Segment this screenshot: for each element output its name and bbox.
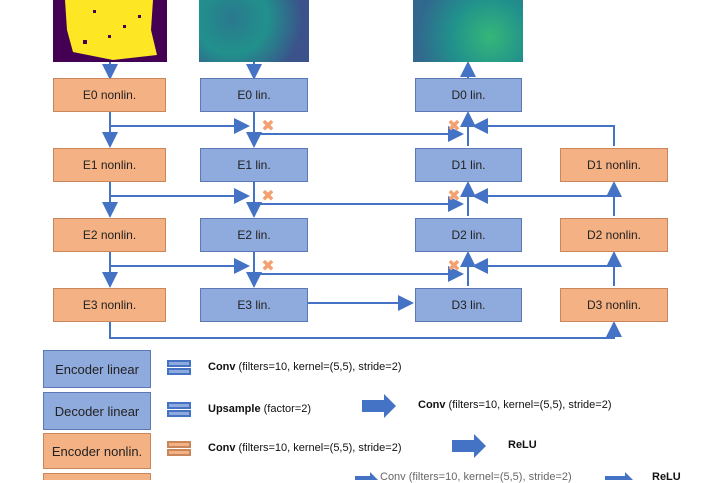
node-e1-nonlin: E1 nonlin. <box>53 148 166 182</box>
arrow-right-icon <box>362 394 396 418</box>
arrow-right-icon <box>452 434 486 458</box>
svg-text:✖: ✖ <box>447 256 460 275</box>
node-e0-nonlin: E0 nonlin. <box>53 78 166 112</box>
legend-encoder-nonlin-desc2: ReLU <box>508 439 537 451</box>
node-e3-lin: E3 lin. <box>200 288 308 322</box>
node-d3-lin: D3 lin. <box>415 288 522 322</box>
node-d2-lin: D2 lin. <box>415 218 522 252</box>
svg-text:✖: ✖ <box>447 116 460 135</box>
arrow-right-icon <box>355 472 378 480</box>
node-d1-lin: D1 lin. <box>415 148 522 182</box>
multiply-icon: ✖ ✖ ✖ ✖ ✖ ✖ <box>261 116 460 275</box>
node-d2-nonlin: D2 nonlin. <box>560 218 668 252</box>
node-d1-nonlin: D1 nonlin. <box>560 148 668 182</box>
output-field-image <box>413 0 523 62</box>
node-e3-nonlin: E3 nonlin. <box>53 288 166 322</box>
legend-decoder-linear-desc2: Conv (filters=10, kernel=(5,5), stride=2… <box>418 399 612 411</box>
svg-text:✖: ✖ <box>261 186 274 205</box>
svg-text:✖: ✖ <box>261 256 274 275</box>
legend-encoder-nonlin: Encoder nonlin. <box>43 433 151 469</box>
legend-encoder-linear: Encoder linear <box>43 350 151 388</box>
svg-text:✖: ✖ <box>447 186 460 205</box>
node-d3-nonlin: D3 nonlin. <box>560 288 668 322</box>
node-e2-nonlin: E2 nonlin. <box>53 218 166 252</box>
legend-decoder-linear: Decoder linear <box>43 392 151 430</box>
legend-encoder-nonlin-desc1: Conv (filters=10, kernel=(5,5), stride=2… <box>208 442 402 454</box>
node-d0-lin: D0 lin. <box>415 78 522 112</box>
arrow-d1n-mult0 <box>472 118 615 146</box>
legend-decoder-nonlin-desc1: Conv (filters=10, kernel=(5,5), stride=2… <box>380 471 572 483</box>
arrow-e3n-d3n <box>109 321 622 339</box>
legend-encoder-linear-desc: Conv (filters=10, kernel=(5,5), stride=2… <box>208 361 402 373</box>
arrow-d3n-mult2 <box>472 258 615 286</box>
node-e1-lin: E1 lin. <box>200 148 308 182</box>
legend-decoder-linear-desc1: Upsample (factor=2) <box>208 403 312 415</box>
input-mask-image <box>53 0 167 62</box>
arrow-d2n-mult1 <box>472 188 615 216</box>
legend-decoder-nonlin <box>43 473 151 480</box>
node-e2-lin: E2 lin. <box>200 218 308 252</box>
svg-text:✖: ✖ <box>261 116 274 135</box>
legend-decoder-nonlin-desc2: ReLU <box>652 471 681 483</box>
arrow-right-icon <box>605 472 633 480</box>
node-e0-lin: E0 lin. <box>200 78 308 112</box>
input-field-image <box>199 0 309 62</box>
